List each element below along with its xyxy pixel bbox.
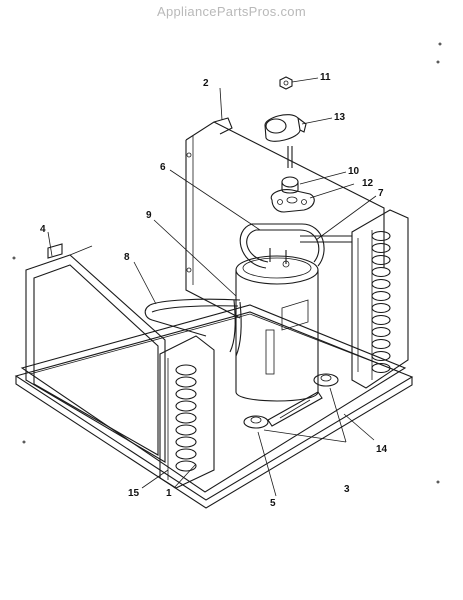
top-components xyxy=(264,76,315,213)
coil-return-bend xyxy=(371,350,391,362)
callout-9: 9 xyxy=(146,210,152,221)
watermark-text: AppliancePartsPros.com xyxy=(157,4,306,19)
callout-7: 7 xyxy=(378,188,384,199)
coil-return-bend xyxy=(371,278,391,290)
callout-4: 4 xyxy=(40,224,46,235)
callout-2: 2 xyxy=(203,78,209,89)
evap-return-bend xyxy=(175,400,197,412)
compressor-mounts xyxy=(243,373,339,429)
evap-return-bend xyxy=(175,424,197,436)
evap-return-bend xyxy=(175,364,197,376)
coil-return-bend xyxy=(371,314,391,326)
rear-bulkhead xyxy=(185,117,385,319)
evap-return-bend xyxy=(175,436,197,448)
callout-14: 14 xyxy=(376,444,388,455)
coil-return-bend xyxy=(371,266,391,278)
stray-marks xyxy=(12,42,442,484)
evap-return-bend xyxy=(175,376,197,388)
compressor xyxy=(235,248,319,402)
leader-lines xyxy=(47,77,377,497)
coil-return-bend xyxy=(371,326,391,338)
callout-6: 6 xyxy=(160,162,166,173)
evap-return-bend xyxy=(175,412,197,424)
refrigerant-tubing xyxy=(144,223,352,357)
callout-5: 5 xyxy=(270,498,276,509)
coil-return-bend xyxy=(371,230,391,242)
callout-8: 8 xyxy=(124,252,130,263)
callout-15: 15 xyxy=(128,488,140,499)
coil-return-bend xyxy=(371,290,391,302)
evap-return-bend xyxy=(175,448,197,460)
coil-return-bend xyxy=(371,254,391,266)
coil-return-bend xyxy=(371,362,391,374)
callout-labels: 2 11 13 6 10 12 7 9 4 8 14 3 15 1 5 xyxy=(40,72,388,509)
callout-10: 10 xyxy=(348,166,360,177)
evap-return-bend xyxy=(175,460,197,472)
callout-13: 13 xyxy=(334,112,346,123)
evaporator-coil xyxy=(159,335,215,489)
coil-return-bend xyxy=(371,302,391,314)
callout-3: 3 xyxy=(344,484,350,495)
coil-return-bend xyxy=(371,242,391,254)
coil-return-bend xyxy=(371,338,391,350)
callout-1: 1 xyxy=(166,488,172,499)
callout-11: 11 xyxy=(320,72,331,83)
evap-return-bend xyxy=(175,388,197,400)
side-panel xyxy=(25,243,166,463)
callout-12: 12 xyxy=(362,178,374,189)
condenser-coil xyxy=(351,209,409,389)
